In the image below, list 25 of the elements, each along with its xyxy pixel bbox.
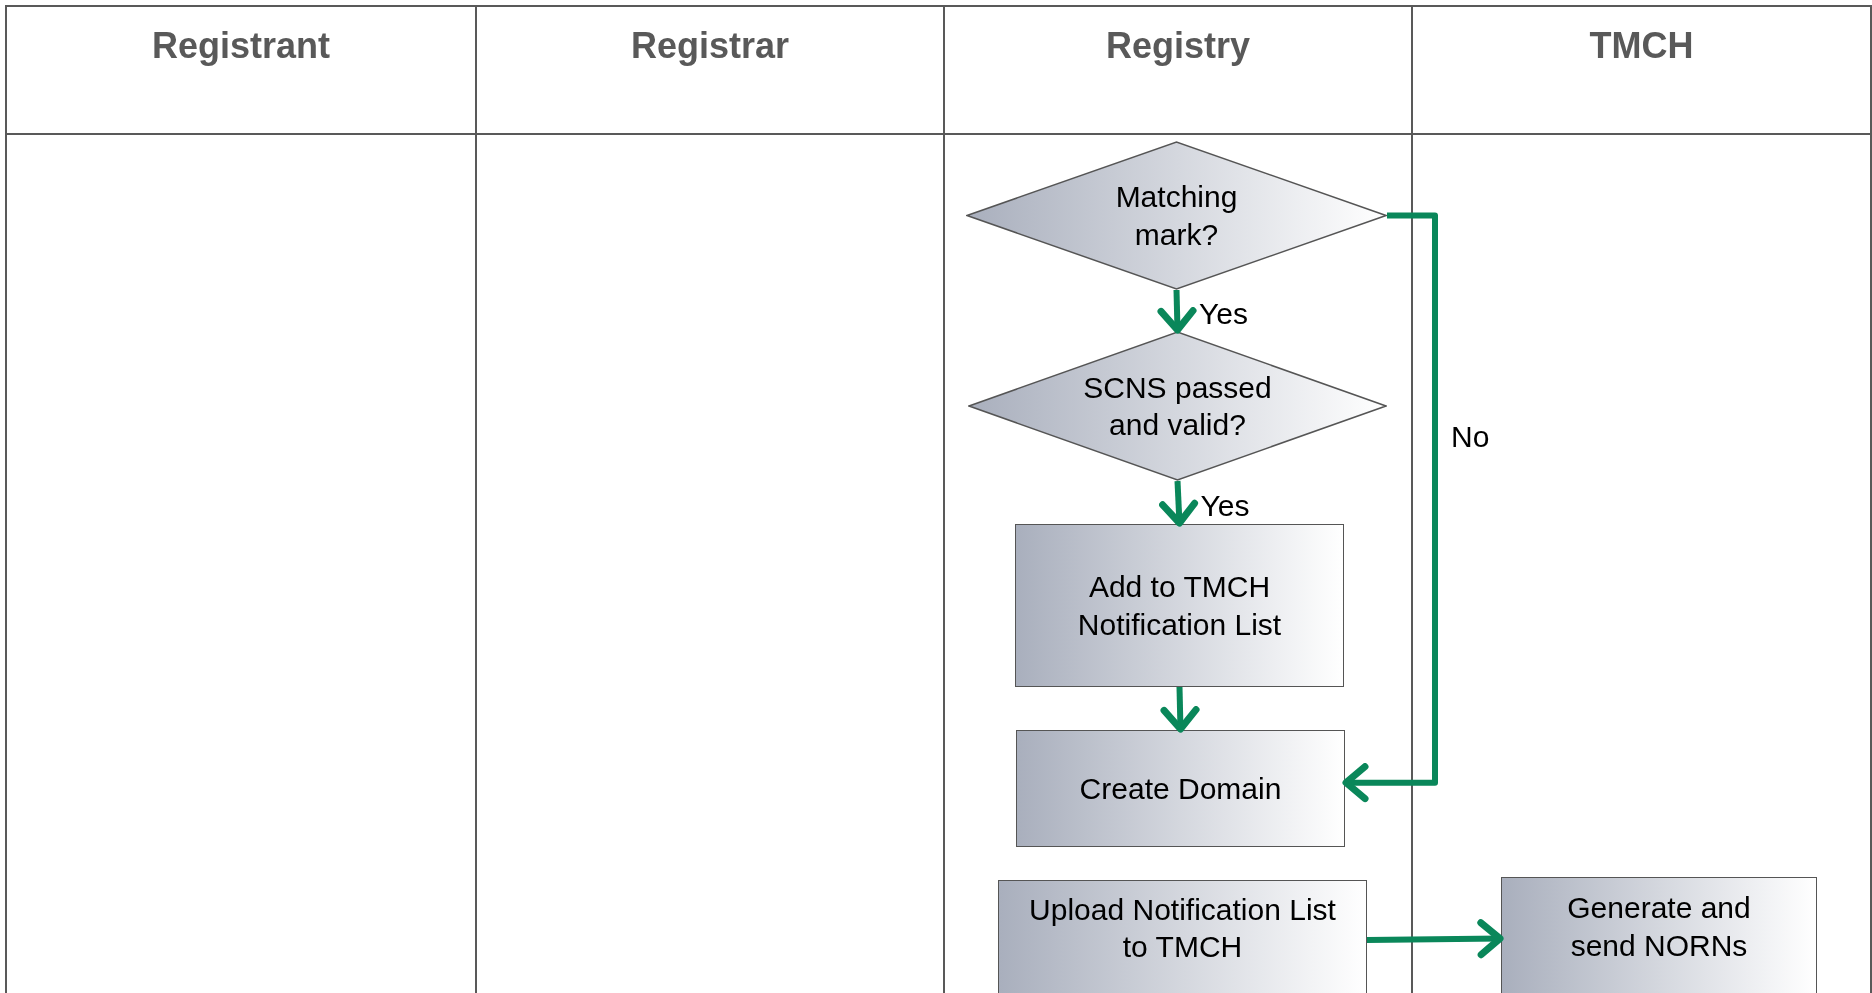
process-text: Add to TMCH Notification List bbox=[1076, 569, 1283, 643]
swimlane bbox=[943, 5, 1411, 993]
process-box bbox=[998, 880, 1367, 993]
swimlane bbox=[475, 5, 943, 993]
lane-header: Registrar bbox=[629, 25, 791, 67]
process-text: Upload Notification List to TMCH bbox=[1028, 891, 1337, 965]
arrow bbox=[1366, 919, 1504, 959]
swimlane bbox=[1411, 5, 1872, 993]
arrow bbox=[1159, 480, 1199, 527]
process-text: Create Domain bbox=[1078, 770, 1283, 807]
process-text: Generate and send NORNs bbox=[1566, 890, 1752, 964]
decision-diamond bbox=[968, 331, 1387, 481]
process-box bbox=[1016, 730, 1345, 847]
decision-diamond bbox=[966, 141, 1387, 290]
arrow bbox=[1342, 212, 1438, 803]
process-box bbox=[1015, 524, 1344, 687]
lane-header: Registrant bbox=[151, 25, 331, 67]
process-box bbox=[1501, 877, 1817, 993]
arrow bbox=[1160, 686, 1200, 733]
decision-text: Matching mark? bbox=[1114, 179, 1239, 253]
lane-header: TMCH bbox=[1588, 25, 1695, 67]
swimlane bbox=[5, 5, 475, 993]
lane-header: Registry bbox=[1104, 25, 1252, 67]
decision-text: SCNS passed and valid? bbox=[1082, 369, 1273, 443]
arrow bbox=[1157, 289, 1197, 334]
